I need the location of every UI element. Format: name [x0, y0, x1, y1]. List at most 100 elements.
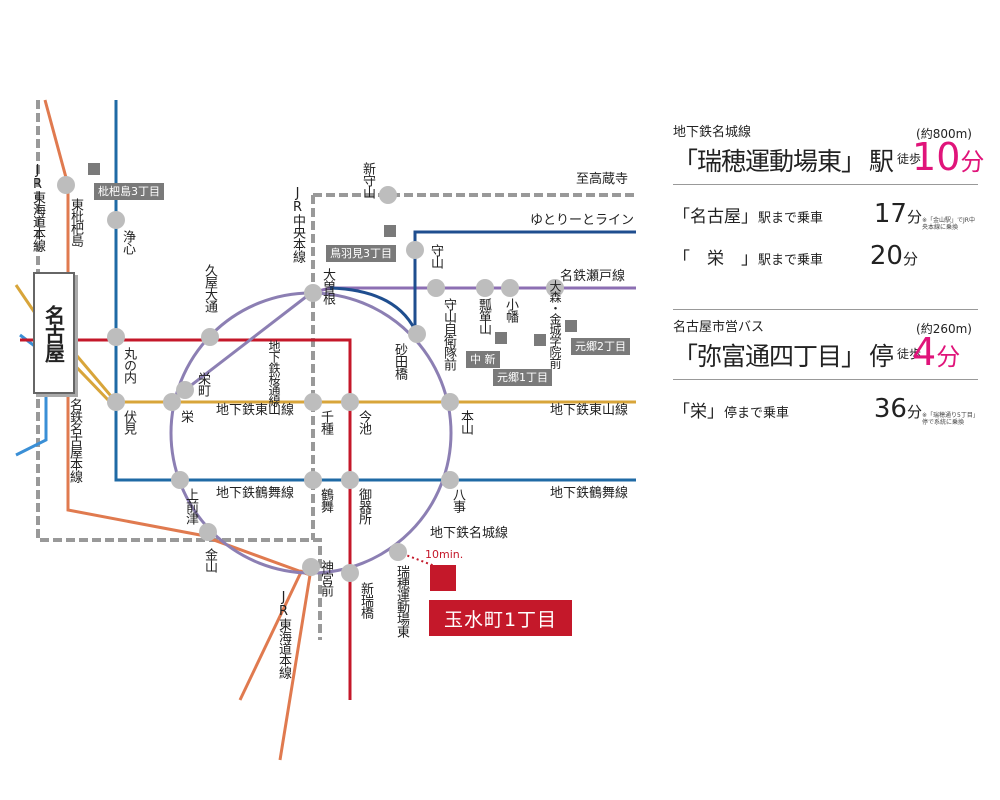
station-label: 神宮前: [318, 560, 333, 596]
station-label: 栄町: [195, 372, 210, 396]
subway-distance: (約800m): [916, 127, 972, 141]
station-dot: [107, 211, 125, 229]
station-dot: [304, 471, 322, 489]
ride-unit: 分: [906, 403, 922, 421]
station-dot: [406, 241, 424, 259]
station-dot: [201, 328, 219, 346]
bus-walk-minutes: 4: [912, 330, 937, 374]
bus-stop-label: 元郷1丁目: [493, 369, 552, 386]
station-dot: [476, 279, 494, 297]
station-label: 瓢箪山: [476, 298, 491, 334]
station-label: 大森・金城学院前: [548, 280, 562, 368]
bus-stop-marker: [534, 334, 546, 346]
to-kozoji-label: 至高蔵寺: [576, 172, 629, 187]
station-dot: [304, 284, 322, 302]
divider: [673, 379, 978, 380]
subway-walk-minutes: 10: [912, 135, 961, 179]
station-dot: [341, 564, 359, 582]
ride-suffix: 駅まで乗車: [758, 211, 824, 226]
subway-station-name: 「瑞穂運動場東」: [673, 147, 866, 176]
station-dot: [341, 471, 359, 489]
station-dot: [107, 328, 125, 346]
station-dot: [341, 393, 359, 411]
station-dot: [57, 176, 75, 194]
station-label: 新守山: [360, 162, 375, 198]
station-label: 守山自衛隊前: [441, 298, 456, 370]
yutorito-line-b: [413, 230, 636, 330]
station-label: 金山: [202, 548, 217, 572]
ride-destination: 「 栄 」: [673, 249, 758, 269]
station-dot: [408, 325, 426, 343]
bus-stop-markers: [88, 163, 577, 346]
station-label: 千種: [318, 410, 333, 434]
bus-stop-marker: [495, 332, 507, 344]
bus-distance: (約260m): [916, 322, 972, 336]
bus-access-panel: 名古屋市営バス (約260m) 「弥富通四丁目」 停 徒歩 4 分 「栄」 停ま…: [673, 316, 978, 426]
ride-minutes: 17: [873, 199, 907, 229]
bus-stop-label: 鳥羽見3丁目: [326, 245, 396, 262]
ride-note: ※「金山駅」でJR中央本線に乗換: [922, 217, 975, 231]
station-label: 丸の内: [121, 347, 136, 383]
jr-tokaido-north-label: JR東海道本線: [30, 163, 45, 251]
station-dot: [171, 471, 189, 489]
station-label: 東枇杷島: [68, 198, 83, 246]
station-dot: [302, 558, 320, 576]
ride-suffix: 停まで乗車: [724, 406, 790, 421]
ride-destination: 「名古屋」: [673, 207, 758, 227]
yutorito-line: [329, 286, 417, 331]
bus-stop-label: 枇杷島3丁目: [94, 183, 164, 200]
station-label: 小幡: [503, 298, 518, 322]
station-dots: [57, 176, 564, 582]
station-label: 本山: [458, 410, 473, 434]
jr-chuo-label: JR中央本線: [290, 186, 305, 262]
bus-stop-label: 中 新: [466, 351, 500, 368]
station-dot: [199, 523, 217, 541]
ride-note: ※「瑞穂通り5丁目」停で系統に乗換: [922, 412, 976, 426]
subway-line-title: 地下鉄名城線: [673, 125, 752, 140]
station-label: 砂田橋: [392, 343, 407, 379]
station-label: 上前津: [183, 488, 198, 524]
bus-stop-marker: [88, 163, 100, 175]
ride-row: 「栄」 停まで乗車 36 分 ※「瑞穂通り5丁目」停で系統に乗換: [673, 394, 978, 426]
station-label: 御器所: [356, 488, 371, 524]
ride-destination: 「栄」: [673, 402, 724, 422]
station-label: 久屋大通: [202, 264, 217, 312]
ride-minutes: 20: [869, 241, 903, 271]
subway-walk-unit: 分: [960, 148, 985, 176]
yutorito-label: ゆとりーとライン: [530, 213, 635, 228]
station-dot: [163, 393, 181, 411]
station-label: 守山: [428, 244, 443, 268]
station-label: 栄: [178, 410, 193, 422]
station-dot: [379, 186, 397, 204]
bus-stop-marker: [565, 320, 577, 332]
station-label: 今池: [356, 410, 371, 434]
rail-map: [14, 99, 636, 761]
meitetsu-nagoya-line-b: [238, 569, 304, 701]
diagonal-link: [184, 291, 312, 392]
station-dot: [304, 393, 322, 411]
jr-line: [36, 100, 322, 640]
station-dot: [427, 279, 445, 297]
station-dot: [176, 381, 194, 399]
jr-tokaido-south-label: JR東海道本線: [276, 590, 291, 678]
bus-stop-name: 「弥富通四丁目」: [673, 342, 866, 371]
station-dot: [441, 393, 459, 411]
higashiyama-right-label: 地下鉄東山線: [550, 403, 629, 418]
bus-stop-label: 元郷2丁目: [571, 338, 630, 355]
station-label: 大曽根: [320, 268, 335, 304]
station-dot: [389, 543, 407, 561]
station-dot: [546, 279, 564, 297]
station-label: 新瑞橋: [358, 582, 373, 618]
meitetsu-seto-label: 名鉄瀬戸線: [560, 269, 626, 284]
meijo-label: 地下鉄名城線: [430, 526, 509, 541]
station-label: 瑞穂運動場東: [394, 565, 409, 637]
station-label: 鶴舞: [318, 488, 333, 512]
station-dot: [107, 393, 125, 411]
subway-station-kind: 駅: [869, 147, 895, 176]
ride-row: 「名古屋」 駅まで乗車 17 分 ※「金山駅」でJR中央本線に乗換: [673, 199, 978, 231]
ride-suffix: 駅まで乗車: [758, 253, 824, 268]
ride-unit: 分: [906, 208, 922, 226]
bus-walk-unit: 分: [936, 343, 961, 371]
ride-row: 「 栄 」 駅まで乗車 20 分: [673, 241, 978, 271]
